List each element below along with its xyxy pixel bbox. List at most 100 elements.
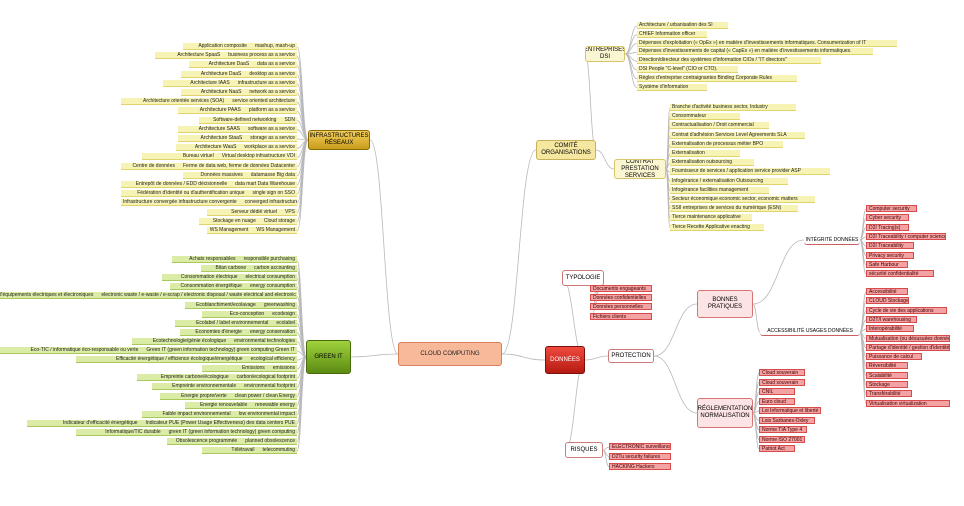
- typologie-item[interactable]: Fichiers clients: [590, 312, 652, 320]
- contrat-item[interactable]: Contractualisation / Droit commercial: [670, 122, 769, 130]
- acces-item[interactable]: D2T/I warehousing: [866, 315, 917, 323]
- typologie-item[interactable]: Documents engageants: [590, 285, 652, 292]
- integrite-item[interactable]: sécurité confidentialité: [866, 270, 934, 278]
- contrat-item[interactable]: Infogérance / externalisation Outsourcin…: [670, 177, 789, 185]
- contrat-item[interactable]: Fournisseur de services / application se…: [670, 168, 830, 176]
- branch-infrastructures[interactable]: INFRASTRUCTURES RÉSEAUX: [308, 130, 370, 150]
- risque-item[interactable]: D2Tu security failures: [609, 452, 671, 460]
- node-risques[interactable]: RISQUES: [565, 442, 603, 458]
- contrat-item[interactable]: Tierce Recette Applicative enacting: [670, 223, 764, 231]
- reglementation-item[interactable]: Patriot Act: [759, 445, 795, 452]
- node-entreprises[interactable]: ENTREPRISES DSI: [585, 46, 625, 62]
- integrite-item[interactable]: D2I Traceability: [866, 242, 914, 250]
- entreprise-item[interactable]: DSI People "C-level" (CIO or CTO).: [637, 66, 739, 73]
- green-item[interactable]: Eco-TIC / informatique éco-responsable o…: [0, 347, 297, 354]
- integrite-item[interactable]: Safe Harbour: [866, 260, 908, 268]
- node-bonnes-pratiques[interactable]: BONNES PRATIQUES: [697, 290, 753, 318]
- acces-item[interactable]: Transférabilité: [866, 390, 912, 398]
- typologie-item[interactable]: Données confidentielles: [590, 294, 652, 302]
- reglementation-item[interactable]: CNIL: [759, 388, 795, 395]
- entreprise-item[interactable]: Architecture / urbanisation des SI: [637, 22, 729, 29]
- entreprise-item[interactable]: CHIEF Information officer: [637, 30, 707, 38]
- contrat-item[interactable]: Contrat d'adhésion Services Level Agreem…: [670, 131, 806, 139]
- reglementation-item[interactable]: Lois Sarbanes-Oxley: [759, 416, 815, 424]
- risque-item[interactable]: ÉLECTRONIC surveillance: [609, 443, 671, 450]
- green-item[interactable]: Efficacité énergétique / efficience écol…: [75, 356, 297, 364]
- contrat-item[interactable]: Secteur économique economic sector, econ…: [670, 196, 816, 203]
- reglementation-item[interactable]: Norme ISO 27001: [759, 435, 805, 443]
- contrat-item[interactable]: Tierce maintenance applicative: [670, 214, 752, 222]
- branch-comite[interactable]: COMITÉ ORGANISATIONS: [536, 140, 596, 160]
- acces-item[interactable]: Interopérabilité: [866, 325, 914, 333]
- acces-item[interactable]: Partage d'identité / gestion d'identité: [866, 343, 950, 351]
- contrat-item[interactable]: SSII entreprises de services du numériqu…: [670, 205, 799, 213]
- acces-item[interactable]: Cycle de vie des applications: [866, 306, 947, 314]
- acces-item[interactable]: Accessibilité: [866, 288, 908, 295]
- entreprise-item[interactable]: Dépenses d'investissements de capital («…: [637, 48, 873, 56]
- green-item[interactable]: Déchets d'équipements électriques et éle…: [0, 292, 297, 300]
- typologie-item[interactable]: Données personnelles: [590, 303, 652, 311]
- acces-item[interactable]: Scalabilité: [866, 371, 908, 379]
- contrat-item[interactable]: Externalisation: [670, 150, 740, 157]
- center-topic[interactable]: CLOUD COMPUTING: [398, 342, 502, 366]
- integrite-item[interactable]: D2I Traceability / computer science: [866, 232, 946, 240]
- reglementation-item[interactable]: Cloud souverain: [759, 378, 805, 386]
- entreprise-item[interactable]: Direction/directeur des systèmes d'infor…: [637, 57, 822, 65]
- acces-item[interactable]: CLOUD Stockage: [866, 297, 909, 305]
- entreprise-item[interactable]: Système d'information: [637, 83, 707, 91]
- branch-donnees[interactable]: DONNÉES: [545, 346, 585, 374]
- contrat-item[interactable]: Externalisation outsourcing: [670, 159, 754, 167]
- node-typologie[interactable]: TYPOLOGIE: [562, 270, 604, 286]
- node-reglementation[interactable]: RÉGLEMENTATION NORMALISATION: [697, 398, 753, 428]
- reglementation-item[interactable]: Euro cloud: [759, 397, 795, 405]
- infra-item[interactable]: Fédération d'identité ou d'authentificat…: [121, 190, 297, 198]
- acces-item[interactable]: Mutualisation (ou désusuées données): [866, 334, 950, 342]
- contrat-item[interactable]: Infogérance facilities management: [670, 186, 769, 194]
- integrite-item[interactable]: Cyber security: [866, 214, 909, 222]
- contrat-item[interactable]: Branche d'activité business sector, Indu…: [670, 104, 796, 111]
- risque-item[interactable]: HACKING Hackers: [609, 462, 671, 470]
- integrite-item[interactable]: D2I Tracing(s): [866, 223, 909, 231]
- node-accessibilite[interactable]: ACCESSIBILITÉ USAGES DONNÉES: [760, 327, 860, 336]
- infra-item[interactable]: Architecture orientée services (SOA)serv…: [121, 98, 297, 106]
- reglementation-item[interactable]: Cloud souverain: [759, 369, 805, 376]
- node-contrat[interactable]: CONTRAT PRESTATION SERVICES: [614, 159, 666, 179]
- branch-green-it[interactable]: GREEN IT: [306, 340, 351, 374]
- node-protection[interactable]: PROTECTION: [608, 349, 654, 363]
- acces-item[interactable]: Réversibilité: [866, 362, 908, 370]
